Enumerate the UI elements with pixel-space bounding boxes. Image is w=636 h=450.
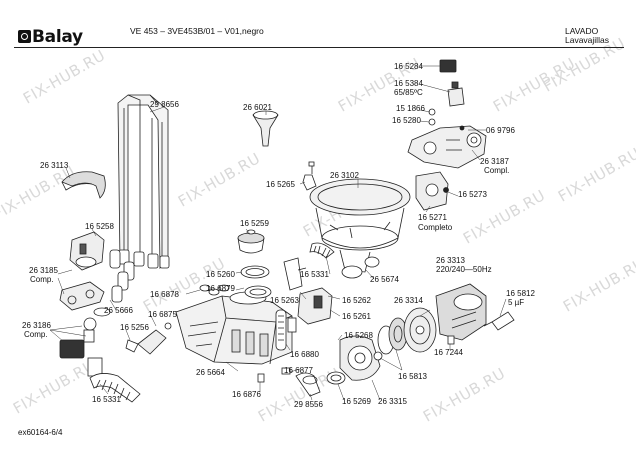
part-label: 26 3113 <box>40 161 69 170</box>
nozzle-part <box>252 110 279 147</box>
part-label: 16 5269 <box>342 397 371 406</box>
left-pump-assembly <box>59 231 105 311</box>
circulation-pump <box>326 335 381 385</box>
leader-lines <box>49 65 507 401</box>
part-label: 16 5268 <box>344 331 373 340</box>
pump-rings <box>373 317 408 361</box>
part-label: 16 5265 <box>266 180 295 189</box>
part-label: 16 5813 <box>398 372 427 381</box>
cover-part <box>61 171 106 199</box>
part-label: 15 1866 <box>396 104 425 113</box>
part-label: 16 6876 <box>232 390 261 399</box>
part-label: 29 8556 <box>294 400 323 409</box>
left-hose <box>89 373 141 403</box>
part-label: 5 µF <box>508 298 525 307</box>
small-part-7244 <box>447 335 455 345</box>
header-rule <box>14 47 624 48</box>
part-label: 16 5258 <box>85 222 114 231</box>
part-label: 65/85ºC <box>394 88 423 97</box>
clip-part <box>302 161 317 191</box>
sensor-completo <box>415 171 449 211</box>
part-label: 16 5271 <box>418 213 447 222</box>
capacitor <box>483 311 515 331</box>
part-label: 06 9796 <box>486 126 515 135</box>
part-label: 16 6879 <box>206 284 235 293</box>
part-label: 16 5331 <box>300 270 329 279</box>
part-label: Completo <box>418 223 453 232</box>
part-label: 16 5812 <box>506 289 535 298</box>
part-label: 26 3315 <box>378 397 407 406</box>
category-label: LAVADO <box>565 26 599 36</box>
part-label: 26 3186 <box>22 321 51 330</box>
bracket-5263 <box>283 257 307 291</box>
part-label: 16 6880 <box>290 350 319 359</box>
part-label: 16 6878 <box>150 290 179 299</box>
spring-rings <box>93 249 135 317</box>
brand-name: Balay <box>32 27 83 47</box>
part-label: 16 5260 <box>206 270 235 279</box>
brand-logo: Balay <box>18 27 83 47</box>
part-label: 26 5664 <box>196 368 225 377</box>
dosing-assembly <box>275 287 333 351</box>
part-label: 16 5263 <box>270 296 299 305</box>
part-label: Comp. <box>30 275 54 284</box>
part-label: 16 5259 <box>240 219 269 228</box>
part-label: 26 5666 <box>104 306 133 315</box>
top-cap <box>237 229 265 254</box>
drain-motor <box>435 283 487 341</box>
part-label: 220/240—50Hz <box>436 265 492 274</box>
part-label: 26 5674 <box>370 275 399 284</box>
small-parts-lower <box>257 367 321 397</box>
subcategory-label: Lavavajillas <box>565 35 609 45</box>
part-label: 16 5284 <box>394 62 423 71</box>
part-label: 16 5261 <box>342 312 371 321</box>
part-label: 16 5262 <box>342 296 371 305</box>
spray-pipe-frame <box>117 94 170 269</box>
part-label: 29 8656 <box>150 100 179 109</box>
small-parts-6879 <box>199 284 230 296</box>
part-label: 16 5331 <box>92 395 121 404</box>
part-label: 26 3102 <box>330 171 359 180</box>
thermostat-assembly <box>407 59 487 169</box>
part-label: Compl. <box>484 166 510 175</box>
part-label: 26 3185 <box>29 266 58 275</box>
part-label: 16 7244 <box>434 348 463 357</box>
part-label: 26 3314 <box>394 296 423 305</box>
valve-part <box>125 322 172 355</box>
part-label: 26 3313 <box>436 256 465 265</box>
brand-mark-icon <box>18 30 31 43</box>
part-label: 16 6877 <box>284 366 313 375</box>
central-body <box>175 291 293 365</box>
part-label: 16 5384 <box>394 79 423 88</box>
plug-part <box>59 317 103 377</box>
part-label: 16 5273 <box>458 190 487 199</box>
drawing-code: ex60164-6/4 <box>18 428 63 437</box>
part-label: 16 6875 <box>148 310 177 319</box>
model-title: VE 453 – 3VE453B/01 – V01,negro <box>130 26 264 36</box>
top-hose <box>309 242 335 259</box>
sump-pot <box>309 178 411 279</box>
part-label: 16 5280 <box>392 116 421 125</box>
part-label: Comp. <box>24 330 48 339</box>
ring-seals <box>240 265 272 299</box>
part-label: 16 5256 <box>120 323 149 332</box>
part-label: 26 3187 <box>480 157 509 166</box>
pump-cover <box>403 307 437 353</box>
part-label: 26 6021 <box>243 103 272 112</box>
